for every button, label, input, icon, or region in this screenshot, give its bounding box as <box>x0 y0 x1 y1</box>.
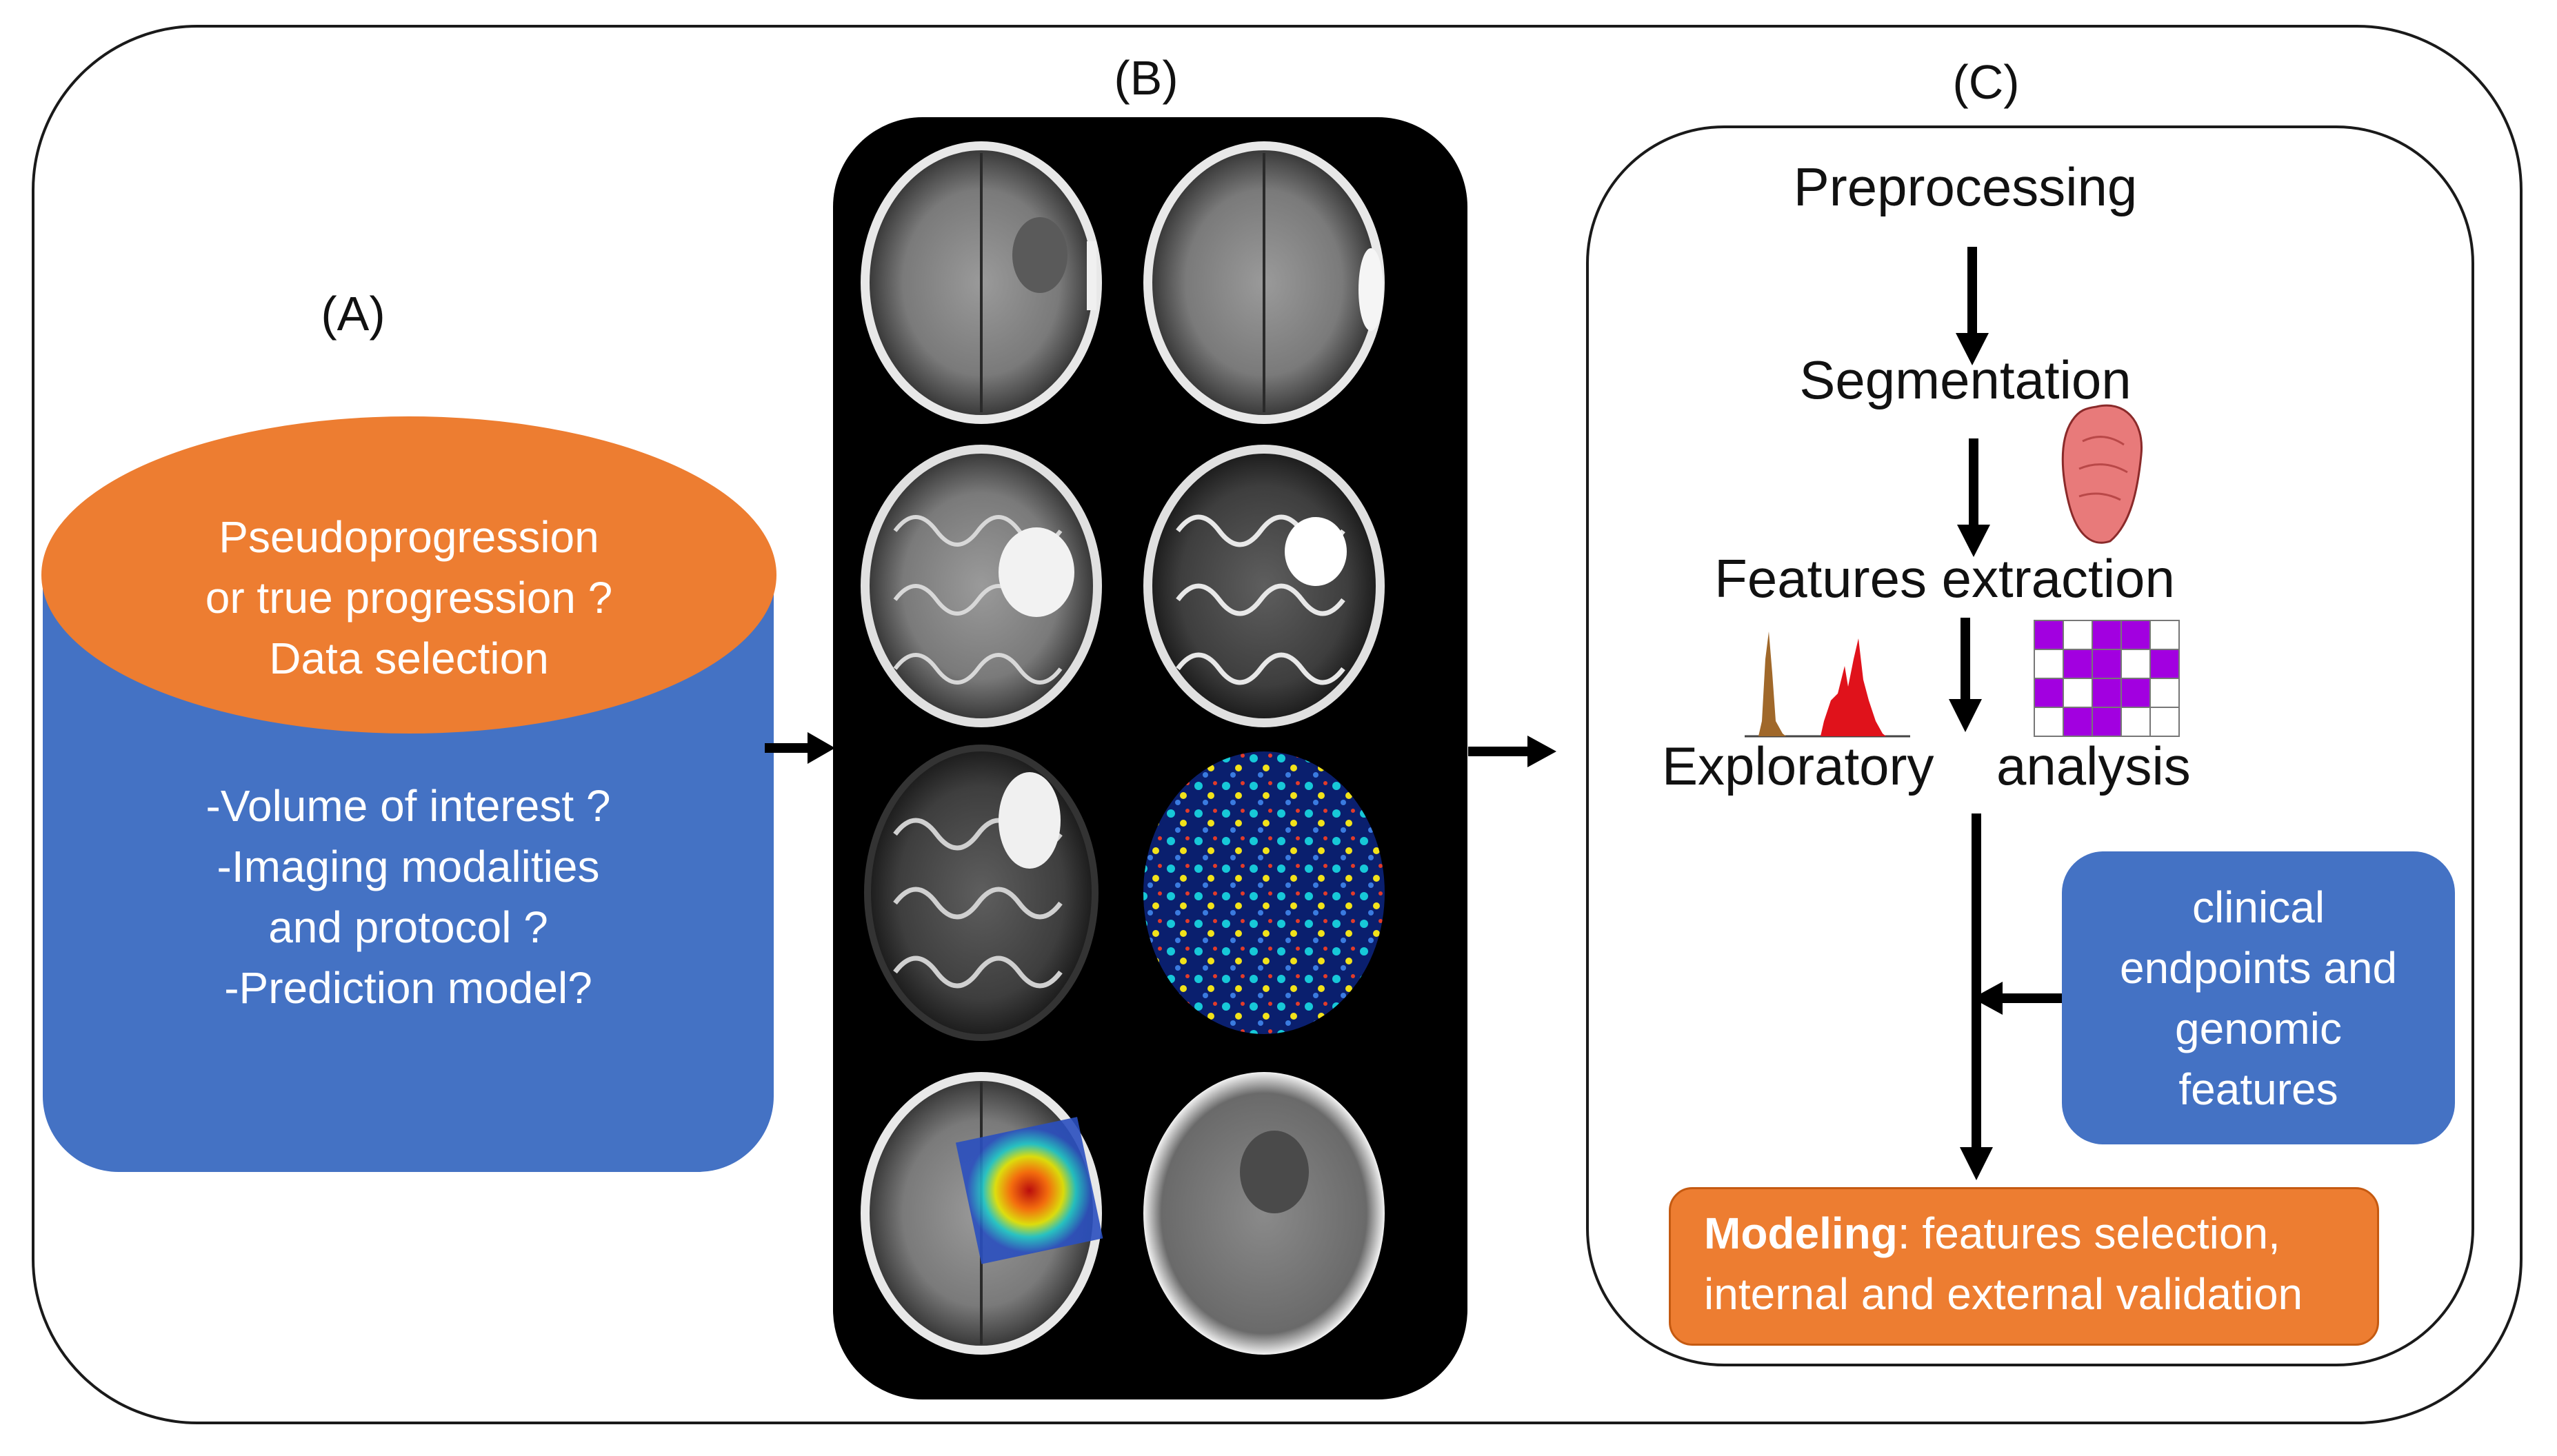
step-preprocessing: Preprocessing <box>1793 156 2138 217</box>
brain-mri-scan <box>861 141 1385 1355</box>
clinical-box-line: genomic <box>2175 1003 2342 1053</box>
clinical-endpoints-box: clinical endpoints and genomic features <box>2062 851 2455 1144</box>
modeling-line-1: : features selection, <box>1897 1209 2280 1258</box>
tumor-3d-icon <box>2061 404 2143 544</box>
step-segmentation: Segmentation <box>1799 350 2132 410</box>
cylinder-title-line: or true progression ? <box>205 573 613 623</box>
panel-label-c: (C) <box>1952 55 2020 109</box>
pipeline-frame <box>1586 125 2474 1366</box>
clinical-box-line: clinical <box>2192 882 2325 932</box>
modeling-box: Modeling: features selection, internal a… <box>1669 1187 2379 1346</box>
modeling-label: Modeling <box>1704 1209 1898 1258</box>
cylinder-title-line: Pseudoprogression <box>219 512 599 562</box>
arrow-a-to-b <box>765 732 835 764</box>
texture-matrix-icon <box>2034 620 2180 737</box>
cylinder-questions: -Volume of interest ? -Imaging modalitie… <box>43 776 774 1018</box>
clinical-box-line: features <box>2178 1064 2338 1114</box>
arrow-clinical-to-pipeline <box>1972 982 2062 1015</box>
mri-image-panel <box>833 117 1467 1399</box>
cylinder-top <box>41 416 776 734</box>
panel-label-b: (B) <box>1114 51 1179 105</box>
clinical-box-line: endpoints and <box>2119 942 2398 993</box>
cylinder-question-line: and protocol ? <box>268 902 548 952</box>
step-analysis: analysis <box>1996 736 2191 796</box>
cylinder-question-line: -Volume of interest ? <box>205 781 611 831</box>
arrow-b-to-c <box>1468 736 1556 767</box>
outer-frame <box>32 25 2523 1424</box>
step-features-extraction: Features extraction <box>1714 548 2175 609</box>
histogram-icon <box>1745 631 1910 738</box>
arrow-preprocessing-to-segmentation <box>1956 247 1989 365</box>
cylinder-title: Pseudoprogression or true progression ? … <box>41 507 776 689</box>
cylinder-question-line: -Imaging modalities <box>217 842 600 891</box>
modeling-line-2: internal and external validation <box>1704 1269 2303 1319</box>
cylinder-question-line: -Prediction model? <box>224 963 592 1013</box>
arrow-features-to-exploratory <box>1949 618 1982 732</box>
arrow-segmentation-to-features <box>1957 438 1990 557</box>
arrow-exploratory-to-modeling <box>1960 813 1993 1180</box>
step-exploratory: Exploratory <box>1662 736 1934 796</box>
cylinder-title-line: Data selection <box>269 634 549 683</box>
panel-label-a: (A) <box>321 287 385 341</box>
